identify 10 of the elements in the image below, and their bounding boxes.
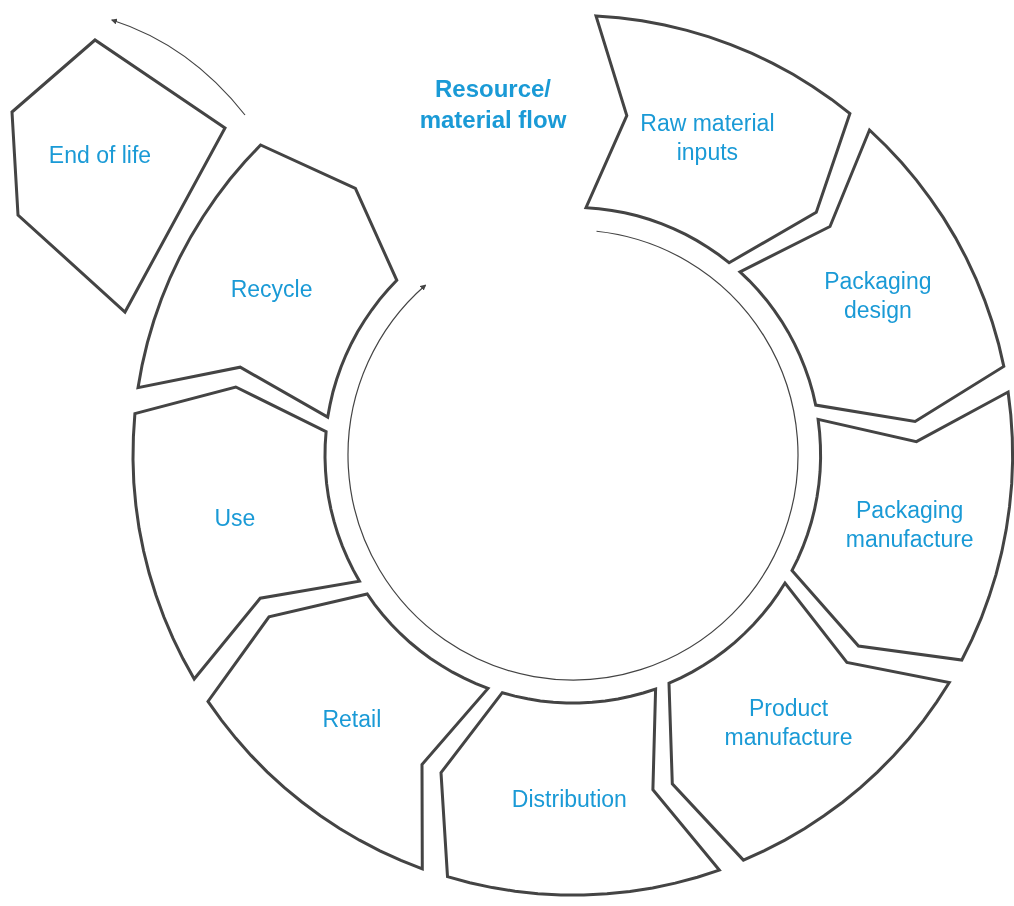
stage-label: Product manufacture	[723, 694, 854, 753]
stage-label: Distribution	[510, 784, 628, 814]
stage-label: Use	[213, 503, 257, 533]
flow-label: Resource/ material flow	[418, 74, 568, 135]
stage-label: Raw material inputs	[639, 109, 776, 168]
stage-label: End of life	[47, 140, 153, 170]
stage-label: Packaging manufacture	[844, 496, 975, 555]
stage-label: Packaging design	[823, 266, 933, 325]
stage-label: Recycle	[229, 274, 314, 304]
stage-label: Retail	[321, 704, 383, 733]
